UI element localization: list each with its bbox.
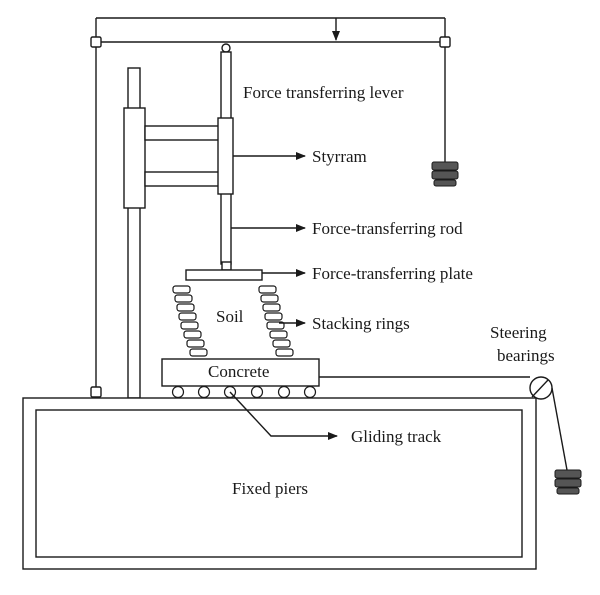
styrram-label: Styrram	[312, 147, 367, 166]
lever-label: Force transferring lever	[243, 83, 404, 102]
lever-right-joint	[439, 36, 451, 48]
pulley-weight-hanger	[551, 387, 568, 471]
plate-label: Force-transferring plate	[312, 264, 473, 283]
rod-label: Force-transferring rod	[312, 219, 463, 238]
styrram-upper-arm	[144, 125, 220, 141]
column-guide-block	[123, 107, 146, 209]
pulley-weight-icon	[554, 469, 582, 495]
concrete-label: Concrete	[208, 362, 269, 381]
styrram-lower-arm	[144, 171, 220, 187]
rod-foot	[221, 261, 232, 271]
fixed-piers-inner	[35, 409, 523, 558]
rings-label: Stacking rings	[312, 314, 410, 333]
track-arrow	[229, 391, 338, 440]
styrram-block	[217, 117, 234, 195]
soil-label: Soil	[216, 307, 244, 326]
rod-pivot	[221, 43, 231, 53]
lever-left-joint	[90, 36, 102, 48]
gliding-track-rollers	[171, 385, 317, 399]
steering-label-line2: bearings	[497, 346, 555, 365]
pulley-support	[531, 379, 549, 398]
steering-label-line1: Steering	[490, 323, 547, 342]
stacking-rings-left	[172, 285, 208, 357]
frame-base-joint	[90, 386, 102, 398]
concrete-block	[161, 358, 320, 387]
stacking-rings-right	[258, 285, 294, 357]
force-transferring-plate	[185, 269, 263, 281]
track-label: Gliding track	[351, 427, 442, 446]
lever-weight-icon	[431, 161, 459, 187]
piers-label: Fixed piers	[232, 479, 308, 498]
